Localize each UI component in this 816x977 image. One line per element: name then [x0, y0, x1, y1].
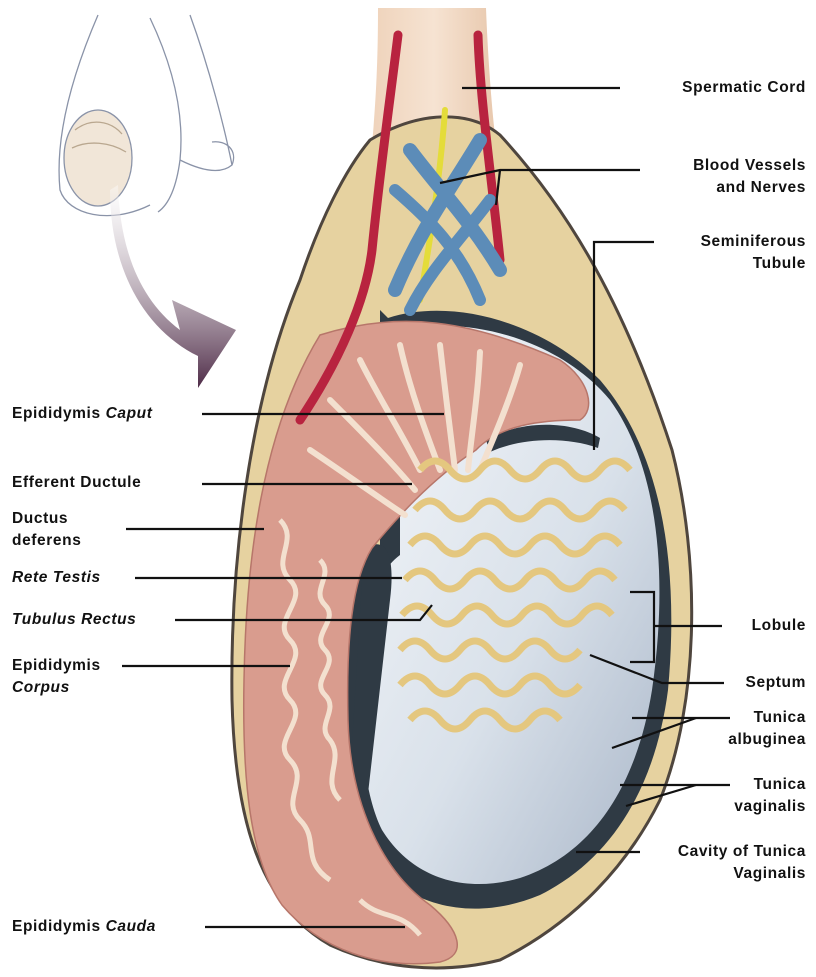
curved-arrow-icon	[110, 185, 236, 388]
label-septum: Septum	[700, 672, 806, 694]
label-efferent-ductule: Efferent Ductule	[12, 472, 141, 494]
label-tunica-vaginalis: Tunica vaginalis	[680, 774, 806, 818]
body-outline-icon	[59, 15, 234, 216]
label-lobule: Lobule	[700, 615, 806, 637]
label-epididymis-cauda: Epididymis Cauda	[12, 916, 156, 938]
label-ductus-deferens: Ductus deferens	[12, 508, 81, 552]
label-spermatic-cord: Spermatic Cord	[600, 77, 806, 99]
label-epididymis-corpus: Epididymis Corpus	[12, 655, 101, 699]
label-blood-vessels-nerves: Blood Vessels and Nerves	[600, 155, 806, 199]
label-rete-testis: Rete Testis	[12, 567, 101, 589]
label-seminiferous-tubule: Seminiferous Tubule	[600, 231, 806, 275]
label-cavity-tunica-vaginalis: Cavity of Tunica Vaginalis	[620, 841, 806, 885]
label-tunica-albuginea: Tunica albuginea	[680, 707, 806, 751]
label-epididymis-caput: Epididymis Caput	[12, 403, 153, 425]
label-tubulus-rectus: Tubulus Rectus	[12, 609, 136, 631]
